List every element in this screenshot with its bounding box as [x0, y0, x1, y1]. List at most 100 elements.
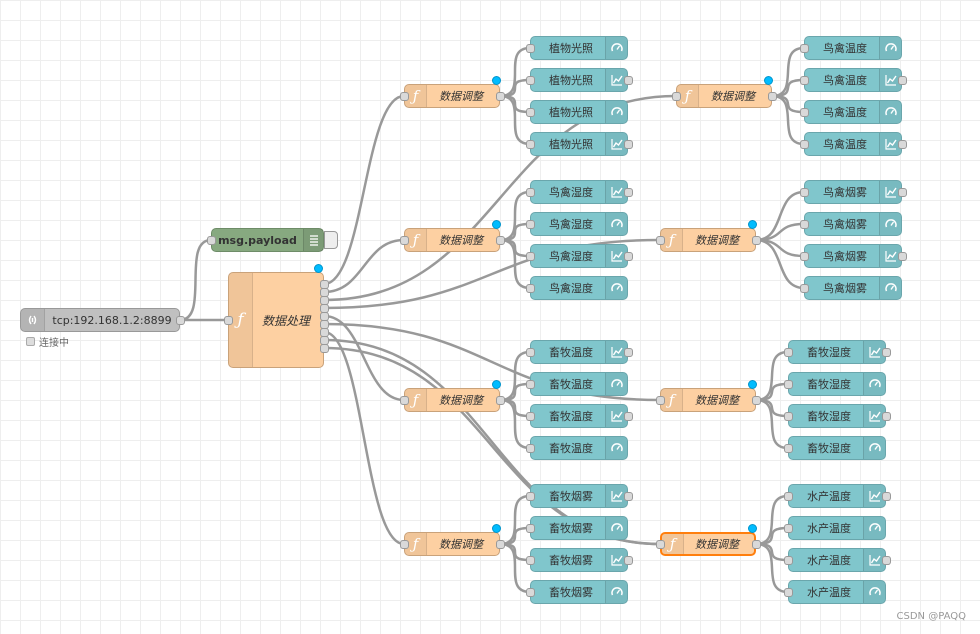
wire[interactable]	[755, 398, 789, 450]
input-port[interactable]	[525, 187, 535, 197]
input-port[interactable]	[525, 251, 535, 261]
wire[interactable]	[179, 238, 212, 322]
tcp-output-port[interactable]	[175, 315, 185, 325]
wire[interactable]	[755, 238, 805, 258]
input-port[interactable]	[783, 379, 793, 389]
wire[interactable]	[755, 542, 789, 594]
chart-node-20[interactable]: 鸟禽温度	[804, 132, 902, 156]
chart-node-18[interactable]: 鸟禽温度	[804, 68, 902, 92]
input-port[interactable]	[525, 43, 535, 53]
input-port[interactable]	[399, 395, 409, 405]
chart-node-31[interactable]: 水产温度	[788, 548, 886, 572]
main-input-port[interactable]	[223, 315, 233, 325]
wire[interactable]	[323, 314, 405, 402]
output-port[interactable]	[623, 75, 633, 85]
chart-node-13[interactable]: 畜牧烟雾	[530, 484, 628, 508]
input-port[interactable]	[525, 347, 535, 357]
gauge-node-14[interactable]: 畜牧烟雾	[530, 516, 628, 540]
wire[interactable]	[499, 350, 531, 402]
output-port[interactable]	[897, 187, 907, 197]
output-port[interactable]	[623, 347, 633, 357]
debug-node[interactable]: msg.payload	[211, 228, 324, 252]
output-port[interactable]	[751, 235, 761, 245]
input-port[interactable]	[525, 555, 535, 565]
gauge-node-3[interactable]: 植物光照	[530, 100, 628, 124]
output-port[interactable]	[623, 139, 633, 149]
wire[interactable]	[499, 542, 531, 594]
output-port[interactable]	[881, 347, 891, 357]
output-port[interactable]	[495, 539, 505, 549]
input-port[interactable]	[783, 347, 793, 357]
chart-node-7[interactable]: 鸟禽湿度	[530, 244, 628, 268]
input-port[interactable]	[783, 443, 793, 453]
chart-node-25[interactable]: 畜牧湿度	[788, 340, 886, 364]
output-port[interactable]	[881, 491, 891, 501]
gauge-node-6[interactable]: 鸟禽湿度	[530, 212, 628, 236]
debug-toggle-button[interactable]	[324, 231, 338, 249]
wire[interactable]	[755, 190, 805, 242]
input-port[interactable]	[399, 539, 409, 549]
gauge-node-12[interactable]: 畜牧温度	[530, 436, 628, 460]
wire[interactable]	[755, 238, 805, 290]
gauge-node-10[interactable]: 畜牧温度	[530, 372, 628, 396]
wire[interactable]	[323, 94, 405, 286]
input-port[interactable]	[399, 235, 409, 245]
chart-node-4[interactable]: 植物光照	[530, 132, 628, 156]
output-port[interactable]	[897, 251, 907, 261]
wire[interactable]	[755, 494, 789, 546]
input-port[interactable]	[799, 139, 809, 149]
input-port[interactable]	[525, 107, 535, 117]
gauge-node-19[interactable]: 鸟禽温度	[804, 100, 902, 124]
gauge-node-24[interactable]: 鸟禽烟雾	[804, 276, 902, 300]
chart-node-15[interactable]: 畜牧烟雾	[530, 548, 628, 572]
input-port[interactable]	[525, 283, 535, 293]
chart-node-21[interactable]: 鸟禽烟雾	[804, 180, 902, 204]
output-port[interactable]	[881, 555, 891, 565]
wire[interactable]	[771, 94, 805, 146]
gauge-node-30[interactable]: 水产温度	[788, 516, 886, 540]
output-port[interactable]	[897, 75, 907, 85]
output-port[interactable]	[623, 555, 633, 565]
input-port[interactable]	[525, 75, 535, 85]
input-port[interactable]	[799, 251, 809, 261]
output-port[interactable]	[623, 411, 633, 421]
chart-node-2[interactable]: 植物光照	[530, 68, 628, 92]
input-port[interactable]	[525, 443, 535, 453]
input-port[interactable]	[525, 379, 535, 389]
gauge-node-32[interactable]: 水产温度	[788, 580, 886, 604]
output-port[interactable]	[881, 411, 891, 421]
gauge-node-16[interactable]: 畜牧烟雾	[530, 580, 628, 604]
debug-input-port[interactable]	[206, 235, 216, 245]
chart-node-27[interactable]: 畜牧湿度	[788, 404, 886, 428]
wire[interactable]	[499, 398, 531, 450]
output-port[interactable]	[495, 235, 505, 245]
wire[interactable]	[499, 46, 531, 98]
output-port[interactable]	[495, 91, 505, 101]
gauge-node-8[interactable]: 鸟禽湿度	[530, 276, 628, 300]
tcp-input-node[interactable]: tcp:192.168.1.2:8899	[20, 308, 180, 332]
output-port[interactable]	[897, 139, 907, 149]
input-port[interactable]	[399, 91, 409, 101]
input-port[interactable]	[525, 523, 535, 533]
chart-node-23[interactable]: 鸟禽烟雾	[804, 244, 902, 268]
wire[interactable]	[771, 46, 805, 98]
input-port[interactable]	[783, 587, 793, 597]
chart-node-5[interactable]: 鸟禽湿度	[530, 180, 628, 204]
main-function-node[interactable]: ƒ 数据处理	[228, 272, 324, 368]
output-port[interactable]	[751, 539, 761, 549]
wire[interactable]	[499, 94, 531, 146]
main-output-port[interactable]	[319, 343, 329, 353]
wire[interactable]	[755, 350, 789, 402]
output-port[interactable]	[623, 491, 633, 501]
wire[interactable]	[499, 238, 531, 290]
input-port[interactable]	[783, 411, 793, 421]
output-port[interactable]	[751, 395, 761, 405]
gauge-node-22[interactable]: 鸟禽烟雾	[804, 212, 902, 236]
input-port[interactable]	[525, 219, 535, 229]
output-port[interactable]	[767, 91, 777, 101]
